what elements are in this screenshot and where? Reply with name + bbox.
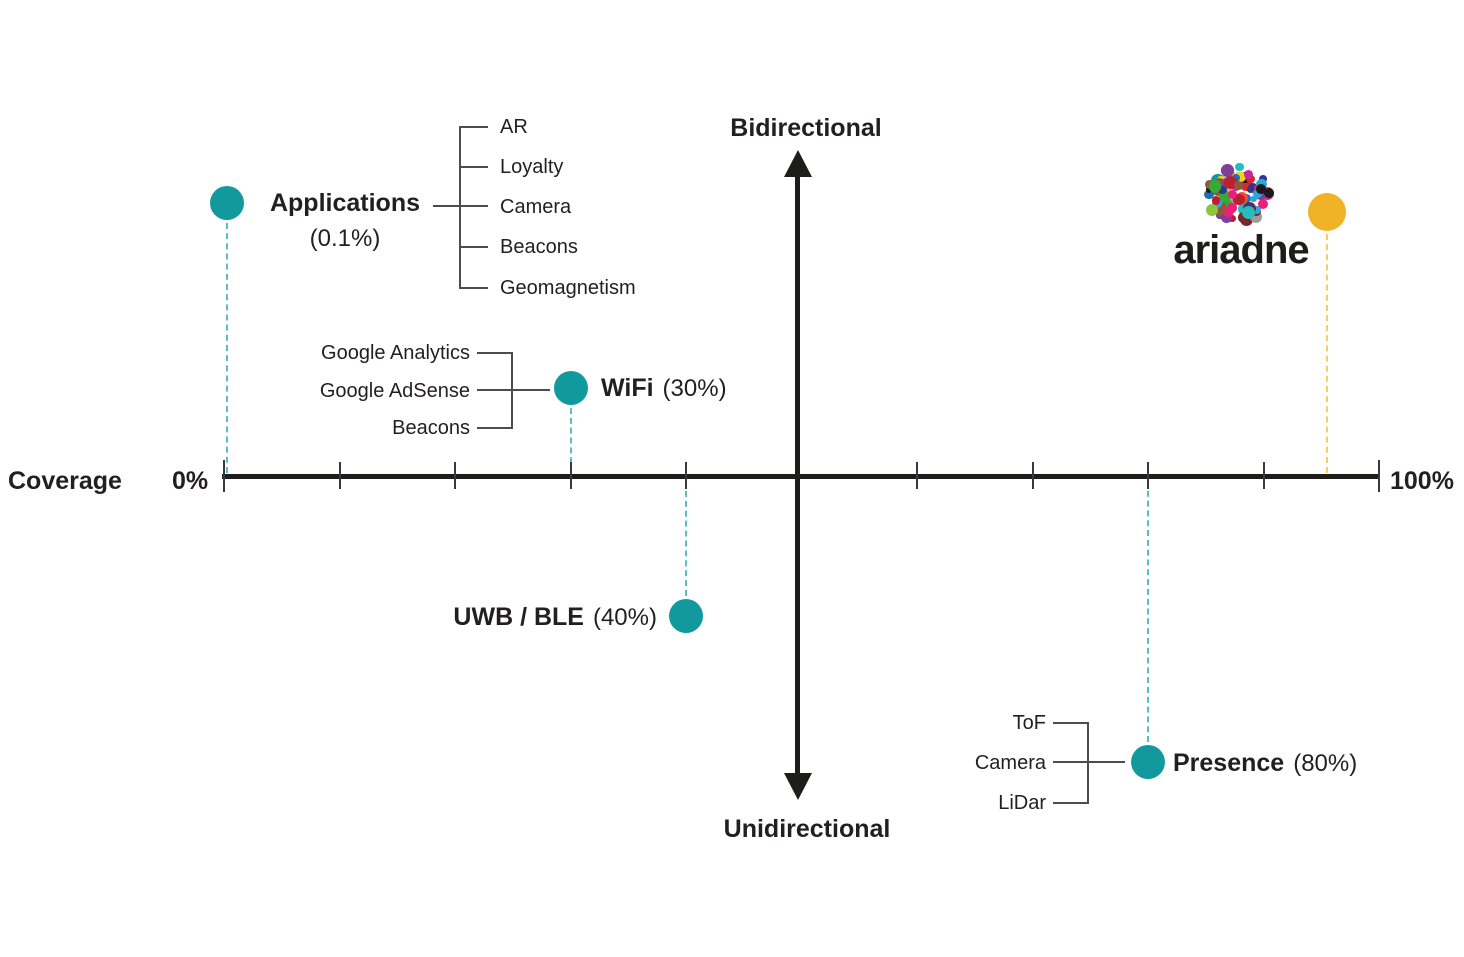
bracket-line bbox=[477, 427, 513, 429]
axis-tick bbox=[338, 462, 341, 489]
related-item-label: Camera bbox=[500, 196, 572, 218]
logo-dot bbox=[1208, 180, 1221, 193]
bracket-line bbox=[1053, 722, 1089, 724]
bracket-line bbox=[459, 126, 461, 289]
logo-dot bbox=[1246, 174, 1255, 183]
point-percent: (30%) bbox=[662, 375, 727, 402]
related-item-label: ToF bbox=[1012, 712, 1046, 734]
data-point-dot bbox=[1131, 745, 1165, 779]
logo-dot bbox=[1252, 206, 1261, 215]
data-point-dot bbox=[669, 599, 703, 633]
bracket-line bbox=[477, 352, 513, 354]
bracket-line bbox=[477, 389, 550, 391]
bracket-line bbox=[459, 287, 488, 289]
point-label-applications: Applications (0.1%) bbox=[256, 188, 434, 254]
logo-dot bbox=[1235, 171, 1246, 183]
logo-dot bbox=[1263, 187, 1275, 199]
leader-dashed-line bbox=[569, 408, 572, 473]
point-percent: (40%) bbox=[592, 604, 657, 631]
logo-dot bbox=[1256, 178, 1267, 190]
logo-dot bbox=[1227, 189, 1238, 200]
leader-dashed-line bbox=[1147, 481, 1149, 742]
bracket-line bbox=[1053, 802, 1089, 804]
arrow-down-icon bbox=[784, 773, 812, 800]
bracket-line bbox=[1087, 722, 1089, 804]
axis-tick bbox=[916, 462, 918, 489]
data-point-dot bbox=[1308, 193, 1347, 231]
point-percent: (80%) bbox=[1293, 750, 1358, 777]
logo-dot bbox=[1217, 185, 1227, 195]
axis-tick bbox=[1147, 462, 1149, 489]
logo-dot bbox=[1244, 169, 1254, 179]
x-axis-line bbox=[222, 474, 1380, 479]
related-item-label: Beacons bbox=[392, 417, 470, 439]
bracket-line bbox=[459, 126, 488, 128]
point-label-uwb-ble: UWB / BLE (40%) bbox=[453, 602, 657, 633]
point-label-wifi: WiFi (30%) bbox=[601, 373, 727, 404]
bracket-line bbox=[1053, 761, 1125, 763]
logo-dot bbox=[1256, 184, 1267, 194]
logo-dot bbox=[1204, 189, 1214, 200]
axis-tick bbox=[685, 462, 687, 489]
axis-tick bbox=[1031, 462, 1034, 489]
point-percent: (0.1%) bbox=[309, 225, 381, 252]
point-name: UWB / BLE bbox=[453, 603, 584, 631]
logo-dot bbox=[1221, 163, 1235, 177]
y-top-label: Bidirectional bbox=[730, 114, 882, 142]
logo-dot bbox=[1233, 193, 1245, 206]
related-item-label: Google Analytics bbox=[321, 342, 470, 364]
data-point-dot bbox=[210, 186, 245, 220]
logo-dot bbox=[1227, 203, 1237, 214]
leader-dashed-line bbox=[1326, 234, 1329, 473]
bracket-line bbox=[459, 246, 488, 248]
axis-tick bbox=[1378, 460, 1380, 492]
axis-tick bbox=[1262, 462, 1265, 489]
related-item-label: Google AdSense bbox=[319, 380, 470, 402]
point-name: Applications bbox=[269, 189, 420, 217]
logo-dot bbox=[1248, 183, 1257, 193]
point-label-presence: Presence (80%) bbox=[1173, 748, 1357, 779]
logo-dot-cluster bbox=[1172, 150, 1304, 238]
leader-dashed-line bbox=[226, 223, 229, 473]
logo-dot bbox=[1250, 195, 1257, 203]
related-item-label: LiDar bbox=[998, 792, 1046, 814]
related-item-label: AR bbox=[500, 116, 528, 138]
logo-dot bbox=[1211, 196, 1221, 205]
point-name: WiFi bbox=[601, 374, 654, 402]
coverage-label: Coverage bbox=[8, 467, 122, 495]
logo-dot bbox=[1249, 210, 1262, 223]
leader-dashed-line bbox=[685, 481, 687, 596]
logo-dot bbox=[1231, 173, 1241, 183]
data-point-dot bbox=[553, 371, 588, 405]
related-item-label: Camera bbox=[974, 752, 1046, 774]
logo-dot bbox=[1205, 204, 1219, 217]
logo-dot bbox=[1242, 206, 1255, 219]
y-axis-line bbox=[795, 172, 800, 774]
logo-dot bbox=[1234, 181, 1243, 190]
logo-dot bbox=[1235, 162, 1244, 172]
related-item-label: Loyalty bbox=[500, 156, 564, 178]
logo-dot bbox=[1220, 211, 1233, 224]
related-item-label: Beacons bbox=[500, 236, 578, 258]
axis-tick bbox=[223, 460, 225, 492]
x-min-label: 0% bbox=[172, 467, 209, 495]
logo-dot bbox=[1258, 199, 1269, 210]
logo-dot bbox=[1228, 214, 1236, 223]
bracket-line bbox=[459, 166, 488, 168]
bracket-line bbox=[511, 352, 513, 429]
logo-wordmark: ariadne bbox=[1173, 228, 1309, 272]
x-max-label: 100% bbox=[1390, 467, 1454, 495]
logo-dot bbox=[1223, 176, 1238, 190]
axis-tick bbox=[569, 462, 572, 489]
y-bottom-label: Unidirectional bbox=[723, 815, 891, 843]
arrow-up-icon bbox=[784, 150, 812, 177]
axis-tick bbox=[454, 462, 456, 489]
point-name: Presence bbox=[1173, 749, 1285, 777]
related-item-label: Geomagnetism bbox=[500, 277, 636, 299]
